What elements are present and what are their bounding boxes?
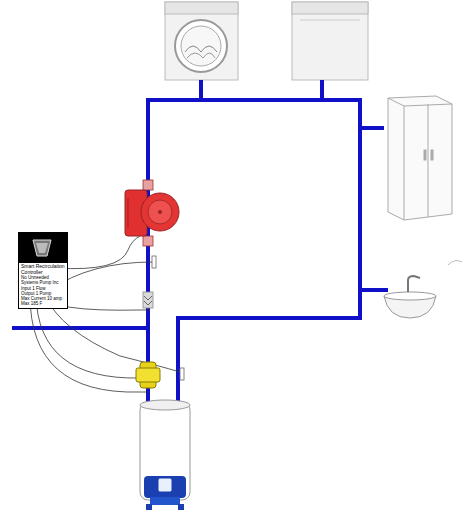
controller-spec: Input 1 Flow	[21, 286, 65, 291]
controller-display	[19, 233, 67, 263]
flow-switch	[136, 362, 160, 388]
controller-label-panel: Smart Recirculation ControllerNo Unneede…	[19, 263, 67, 308]
dishwasher	[292, 2, 368, 80]
temperature-sensor	[152, 256, 184, 380]
washing-machine	[165, 2, 238, 80]
controller-icon	[19, 233, 65, 263]
controller-spec: No Unneeded Systems Pump Inc	[21, 275, 65, 285]
circulation-pump	[125, 180, 179, 246]
sink	[384, 261, 462, 318]
shower-enclosure	[388, 96, 452, 220]
check-valve	[143, 292, 153, 308]
water-pipes	[12, 80, 388, 405]
controller-spec: Output 1 Pump	[21, 291, 65, 296]
controller-spec: Max Current 10 amp	[21, 296, 65, 301]
controller-box: Smart Recirculation ControllerNo Unneede…	[18, 232, 68, 309]
water-heater	[140, 400, 190, 510]
controller-title: Smart Recirculation Controller	[21, 264, 65, 275]
controller-spec: Max 185 F	[21, 301, 65, 306]
